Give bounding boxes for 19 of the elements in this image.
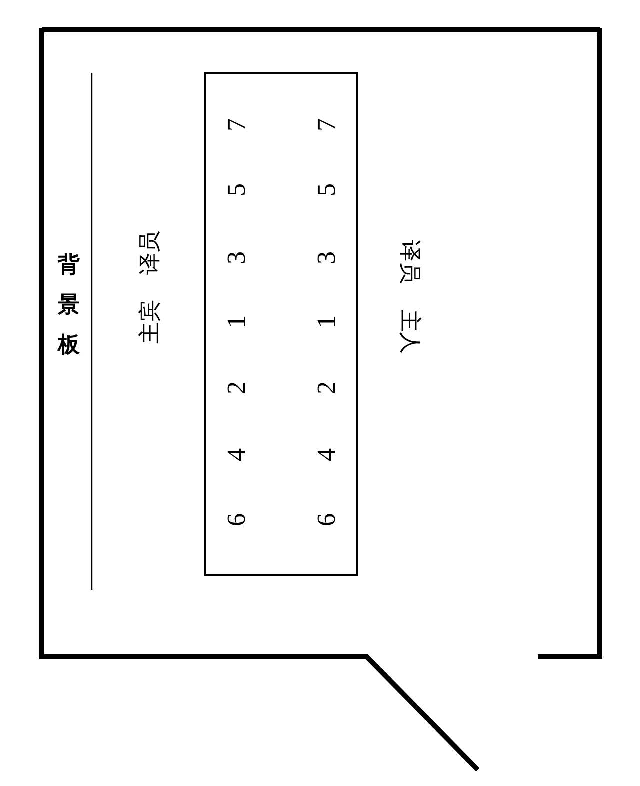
seat-number: 2 bbox=[224, 382, 250, 394]
seat-number: 1 bbox=[314, 316, 340, 328]
role-label: 主人 bbox=[399, 310, 421, 354]
seat-number: 1 bbox=[224, 316, 250, 328]
seat-number: 6 bbox=[314, 514, 340, 526]
seat-number: 3 bbox=[224, 252, 250, 264]
backdrop-label: 背景板 bbox=[57, 235, 79, 355]
seat-number: 3 bbox=[314, 252, 340, 264]
seat-number: 5 bbox=[224, 184, 250, 196]
seat-number: 6 bbox=[224, 514, 250, 526]
role-label: 译员 bbox=[399, 240, 421, 284]
seat-number: 7 bbox=[314, 118, 340, 132]
role-label: 译员 bbox=[139, 231, 161, 275]
seat-number: 5 bbox=[314, 184, 340, 196]
seat-number: 2 bbox=[314, 382, 340, 394]
seat-number: 4 bbox=[224, 448, 250, 462]
seat-number: 7 bbox=[224, 118, 250, 132]
seat-number: 4 bbox=[314, 448, 340, 462]
role-label: 主宾 bbox=[139, 300, 161, 344]
